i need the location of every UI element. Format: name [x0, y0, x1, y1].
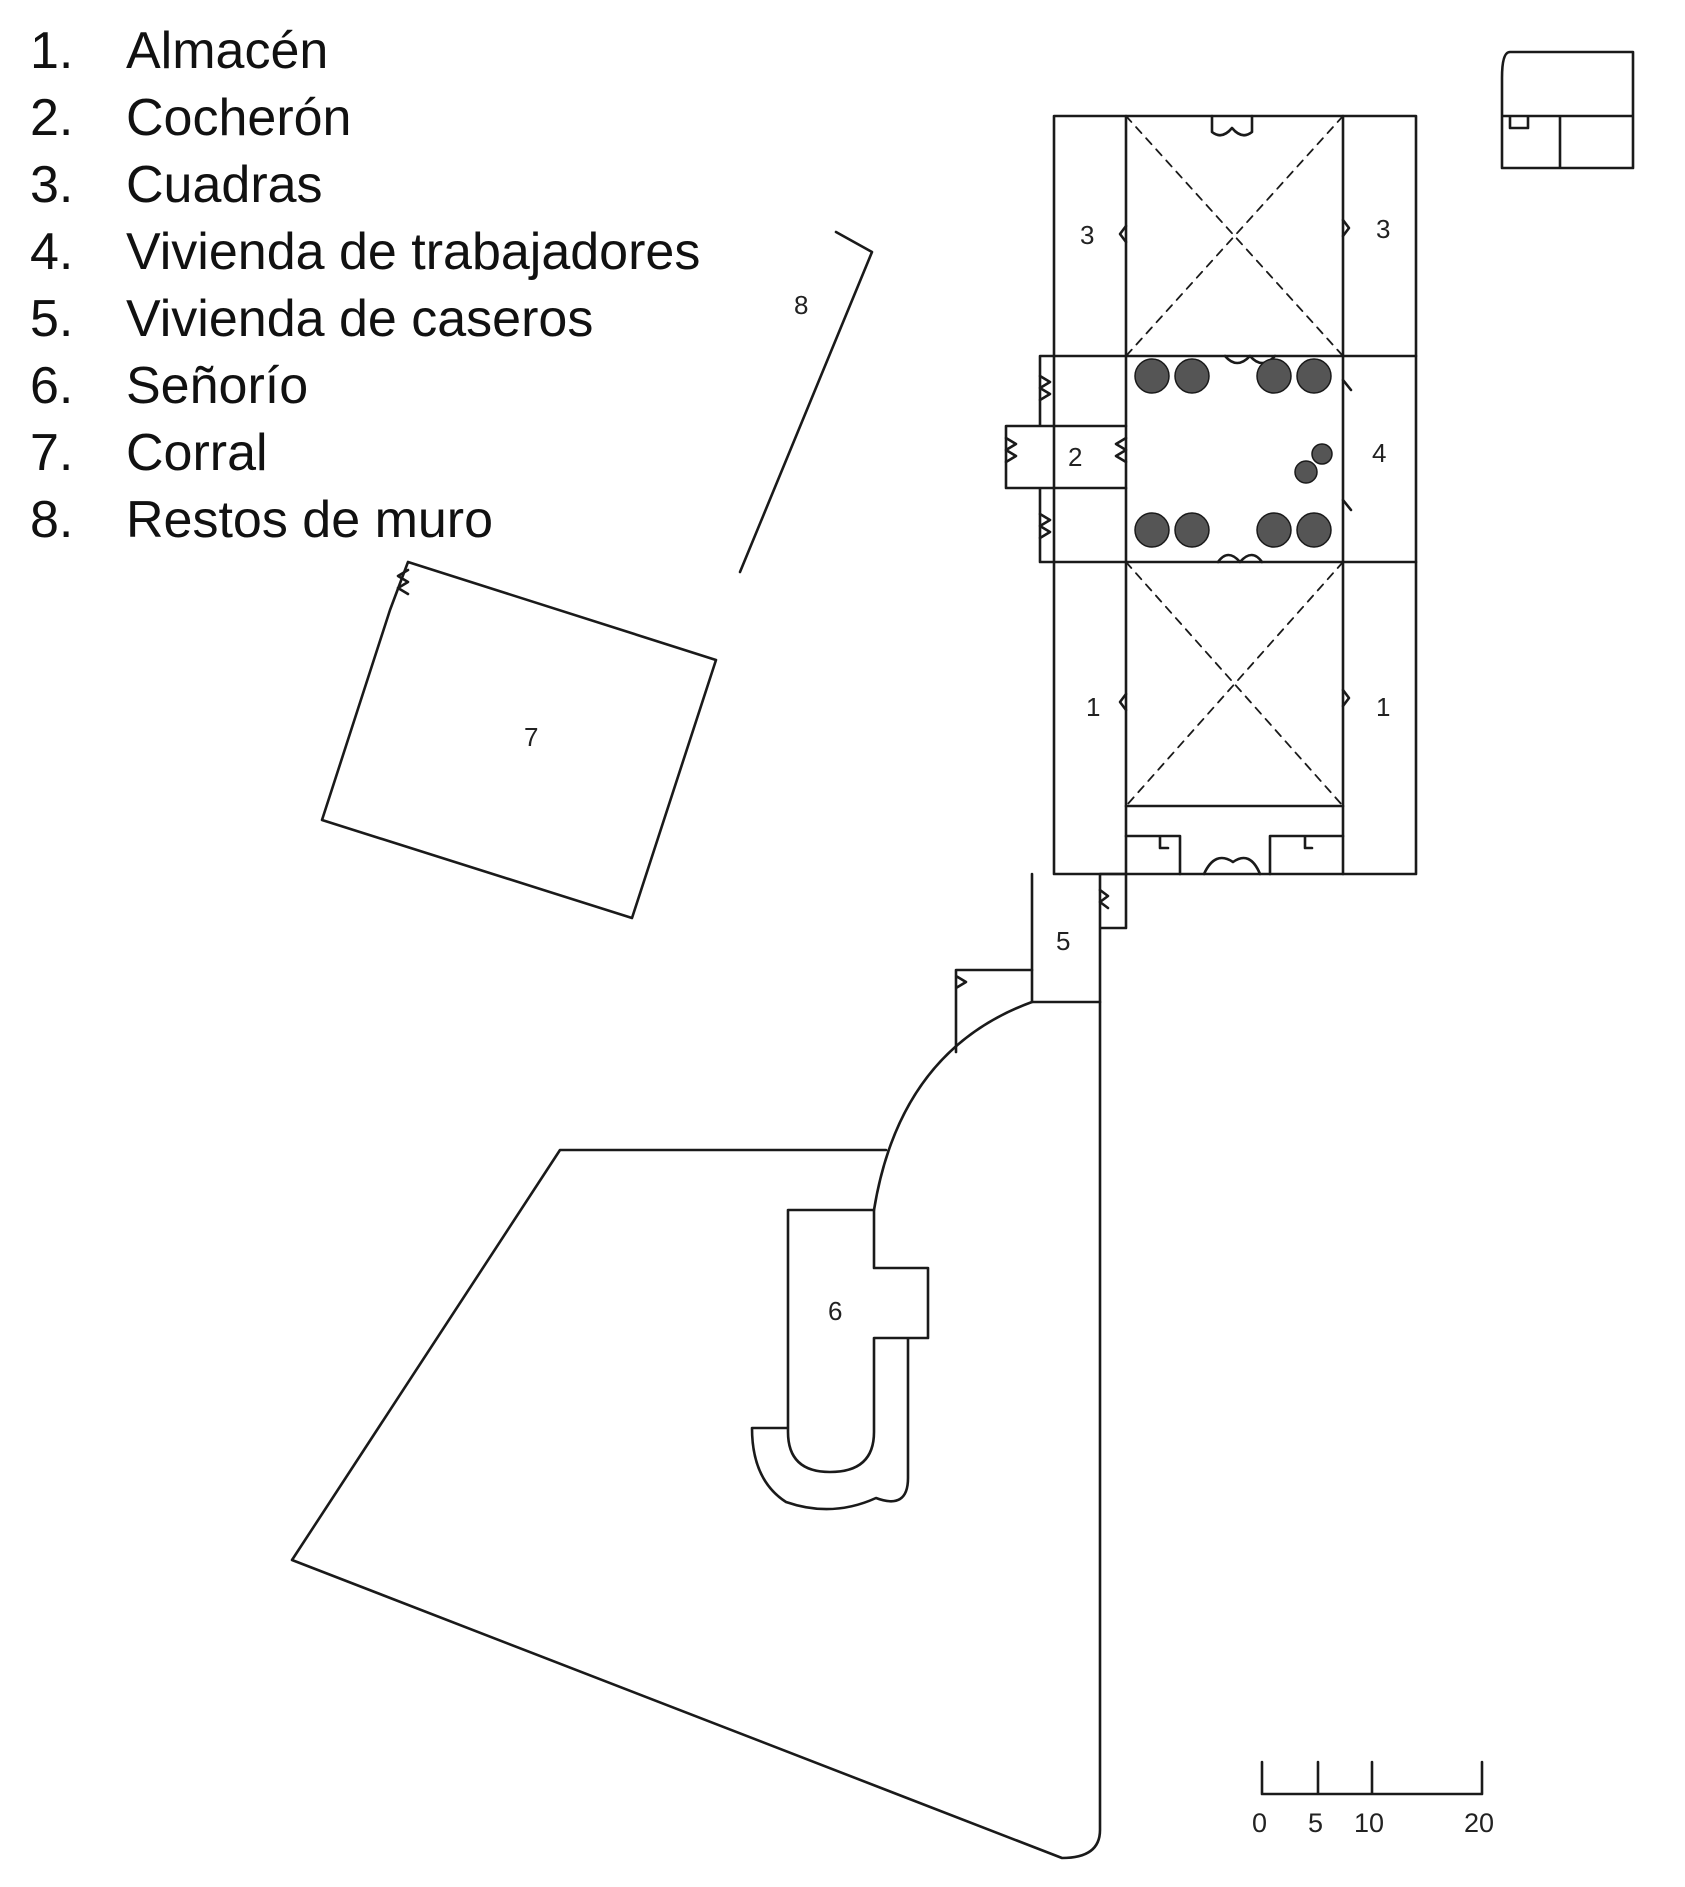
room-label-6: 6 [828, 1296, 842, 1326]
scale-label: 10 [1354, 1808, 1384, 1838]
room-label-3: 3 [1080, 220, 1094, 250]
legend-label: Restos de muro [126, 491, 494, 549]
pillar [1174, 512, 1210, 548]
pillar [1134, 358, 1170, 394]
legend-label: Corral [126, 424, 268, 482]
legend-item: 7. Corral [30, 420, 700, 487]
legend-number: 6. [30, 357, 74, 415]
legend-item: 6. Señorío [30, 353, 700, 420]
room-label-2: 2 [1068, 442, 1082, 472]
key-map [1500, 50, 1635, 170]
legend-label: Señorío [126, 357, 309, 415]
legend-label: Cuadras [126, 156, 323, 214]
legend-number: 4. [30, 223, 74, 281]
main-block [1052, 114, 1418, 876]
legend-number: 7. [30, 424, 74, 482]
legend-label: Vivienda de trabajadores [126, 223, 701, 281]
room-vivienda-caseros [1030, 872, 1128, 1004]
legend-item: 3. Cuadras [30, 152, 700, 219]
legend-number: 3. [30, 156, 74, 214]
pillar [1256, 512, 1292, 548]
room-label-8: 8 [794, 290, 808, 320]
legend-label: Vivienda de caseros [126, 290, 594, 348]
legend-number: 8. [30, 491, 74, 549]
legend-number: 2. [30, 89, 74, 147]
room-label-7: 7 [524, 722, 538, 752]
senorio-enclosure [290, 1000, 1102, 1860]
legend-item: 1. Almacén [30, 18, 700, 85]
legend-item: 2. Cocherón [30, 85, 700, 152]
room-label-1: 1 [1086, 692, 1100, 722]
room-label-1: 1 [1376, 692, 1390, 722]
legend-number: 1. [30, 22, 74, 80]
legend: 1. Almacén 2. Cocherón 3. Cuadras 4. Viviend… [30, 18, 700, 554]
scale-label: 0 [1252, 1808, 1267, 1838]
room-corral [320, 560, 718, 920]
room-label-4: 4 [1372, 438, 1386, 468]
scale-label: 20 [1464, 1808, 1494, 1838]
legend-item: 8. Restos de muro [30, 487, 700, 554]
stair-mark [1311, 443, 1333, 465]
legend-item: 4. Vivienda de trabajadores [30, 219, 700, 286]
room-senorio [750, 1208, 930, 1511]
scale-label: 5 [1308, 1808, 1323, 1838]
legend-label: Almacén [126, 22, 329, 80]
legend-label: Cocherón [126, 89, 352, 147]
room-label-5: 5 [1056, 926, 1070, 956]
legend-item: 5. Vivienda de caseros [30, 286, 700, 353]
room-label-3: 3 [1376, 214, 1390, 244]
scale-bar [1260, 1760, 1484, 1796]
pillar [1174, 358, 1210, 394]
stair-mark [1294, 460, 1318, 484]
pillar [1296, 358, 1332, 394]
room-cocheron [1004, 354, 1128, 564]
pillar [1296, 512, 1332, 548]
pillar [1256, 358, 1292, 394]
pillar [1134, 512, 1170, 548]
wall-remains [738, 230, 874, 574]
legend-number: 5. [30, 290, 74, 348]
